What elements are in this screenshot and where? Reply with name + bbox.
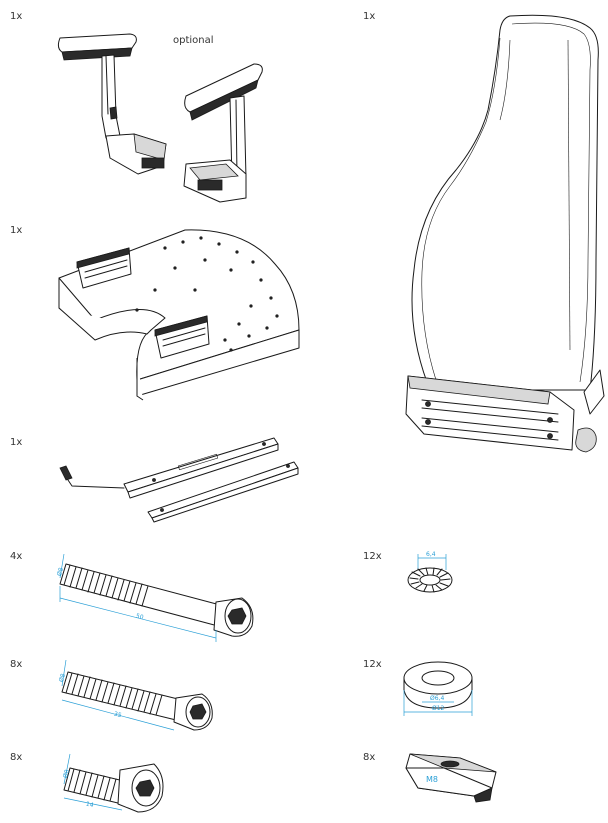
dim-inner: Ø6,4 [430,695,444,702]
dim-dia: 6,4 [426,551,436,558]
optional-note: optional [173,35,214,46]
qty-bolt-50: 4x [10,551,23,562]
flat-washer-icon: Ø6,4 Ø12 [403,661,473,716]
dim-length: 50 [135,613,144,622]
lock-washer-icon: 6,4 [407,551,453,593]
qty-armrests: 1x [10,11,23,22]
armrest-pair-icon [57,33,263,203]
dim-thread: M8 [426,775,438,784]
hex-socket-bolt-icon: Ø8 50 [56,553,254,642]
seat-backrest-icon [405,14,605,453]
dim-dia: Ø8 [62,769,71,779]
qty-bolt-14: 8x [10,752,23,763]
dim-length: 35 [113,711,122,720]
qty-bolt-35: 8x [10,659,23,670]
dim-dia: Ø8 [58,673,67,683]
qty-seat-back: 1x [363,11,376,22]
qty-washer-flat: 12x [363,659,382,670]
dim-length: 14 [85,801,94,809]
qty-t-nut: 8x [363,752,376,763]
hex-socket-bolt-icon: Ø8 14 [62,753,164,813]
hex-socket-bolt-icon: Ø8 35 [58,659,213,731]
qty-washer-serrated: 12x [363,551,382,562]
slide-rail-icon [59,437,299,523]
seat-cushion-icon [58,229,300,401]
dim-outer: Ø12 [432,705,445,712]
qty-slide-rails: 1x [10,437,23,448]
dim-dia: Ø8 [56,567,65,577]
qty-seat-cushion: 1x [10,225,23,236]
t-slot-nut-icon: M8 [405,753,497,803]
